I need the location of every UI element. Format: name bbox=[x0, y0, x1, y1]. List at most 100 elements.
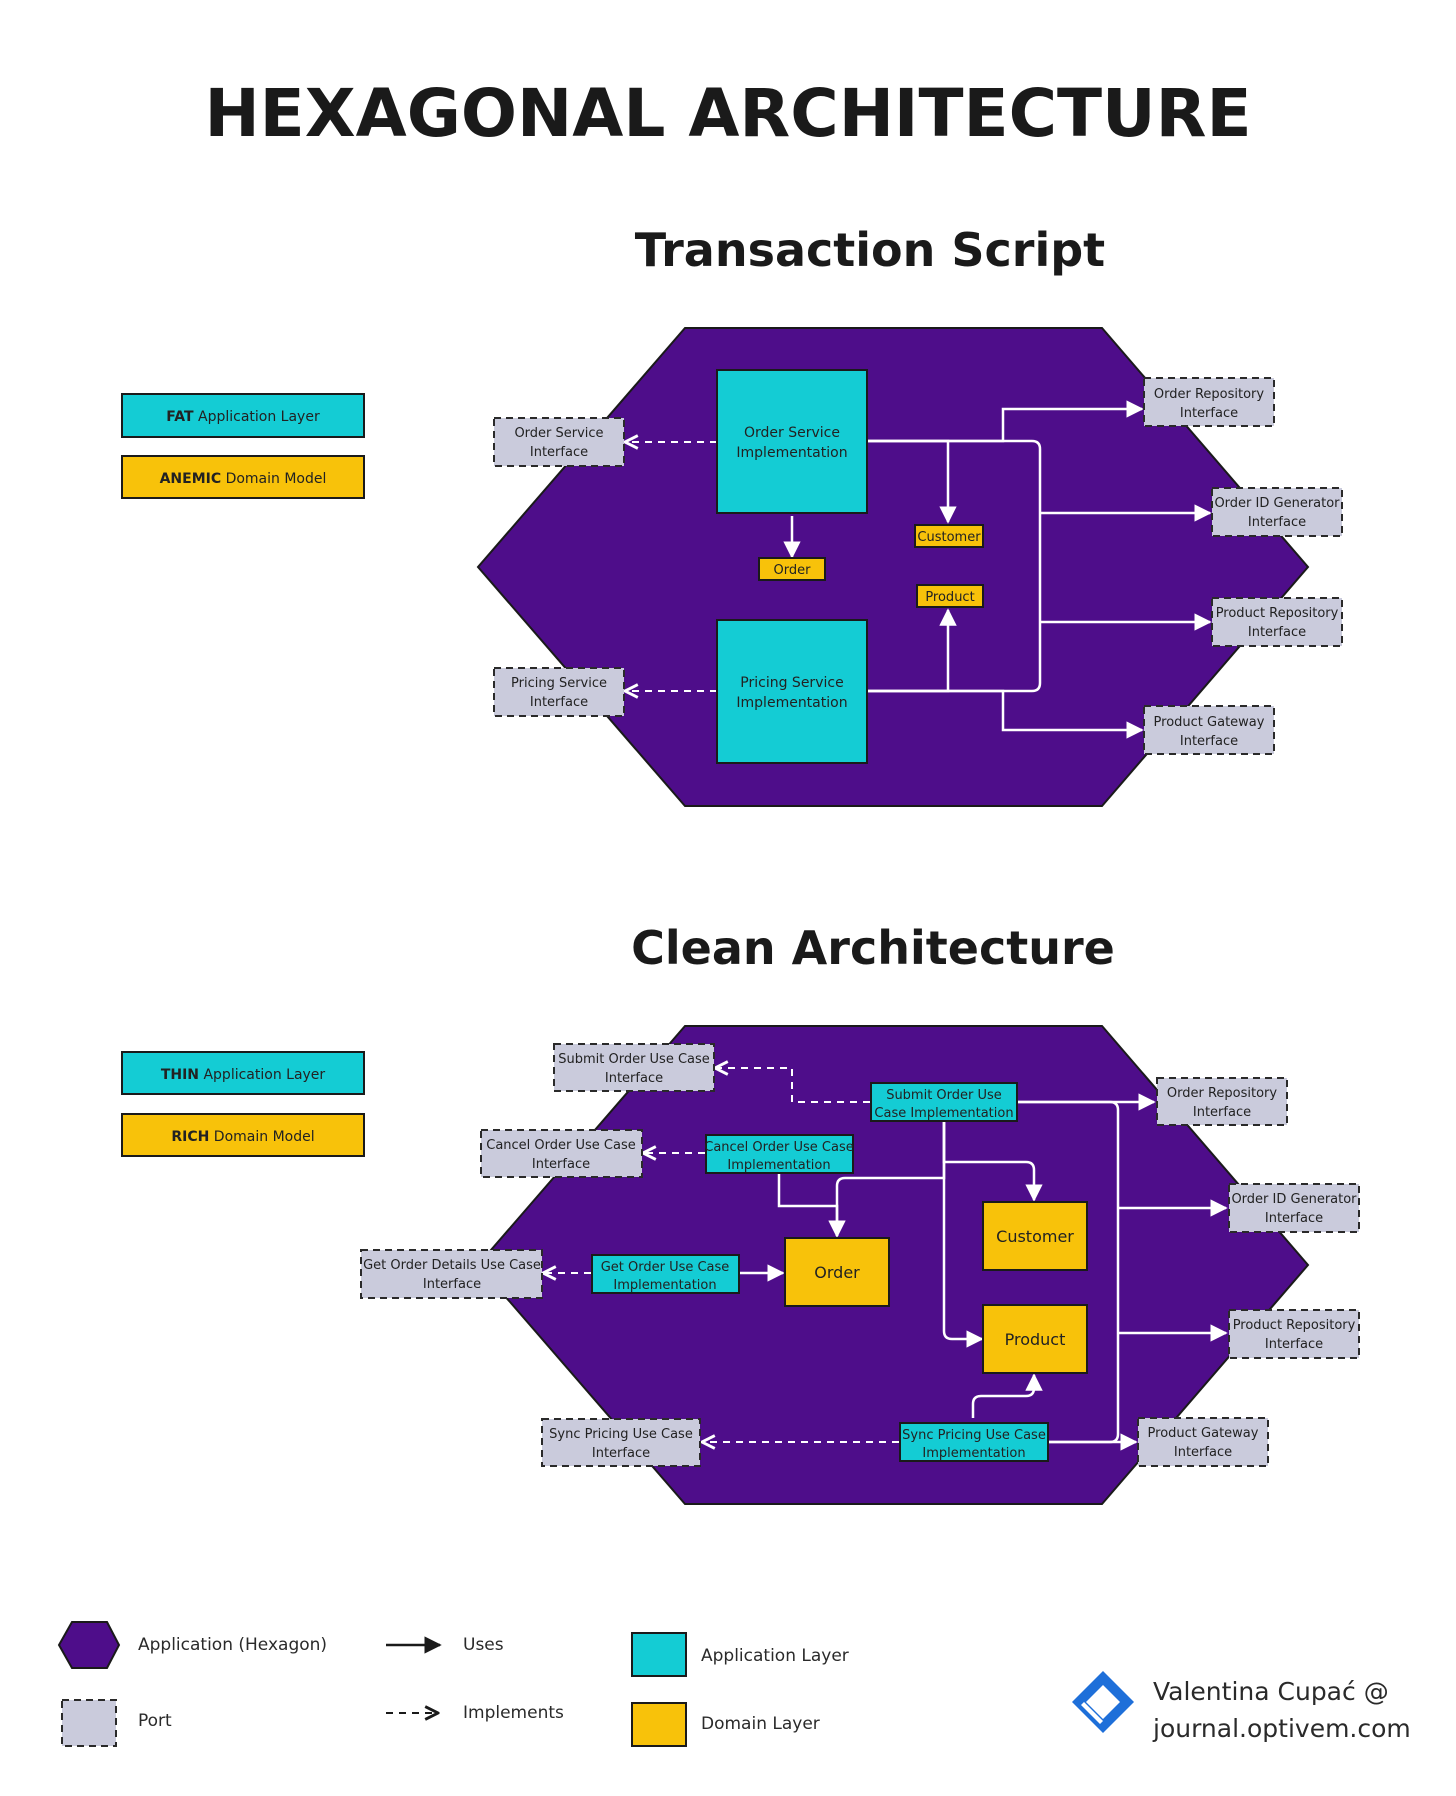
svg-text:Implementation: Implementation bbox=[736, 695, 847, 711]
svg-text:Order ID Generator: Order ID Generator bbox=[1231, 1192, 1357, 1207]
ts-badge-fat: FAT Application Layer bbox=[121, 393, 365, 438]
legend-hexagon-swatch bbox=[57, 1621, 121, 1669]
ca-connectors bbox=[543, 1068, 1228, 1451]
svg-text:Get Order Details Use Case: Get Order Details Use Case bbox=[363, 1258, 541, 1273]
clean-architecture-heading: Clean Architecture bbox=[631, 921, 1115, 975]
svg-text:Pricing Service: Pricing Service bbox=[511, 676, 607, 691]
svg-text:Product: Product bbox=[925, 590, 974, 605]
svg-text:THIN Application Layer: THIN Application Layer bbox=[161, 1067, 326, 1083]
svg-text:Pricing Service: Pricing Service bbox=[740, 675, 843, 691]
ts-customer-entity: Customer bbox=[914, 524, 984, 548]
ts-connectors bbox=[625, 400, 1212, 739]
svg-text:Cancel Order Use Case: Cancel Order Use Case bbox=[486, 1138, 635, 1153]
svg-text:Order Service: Order Service bbox=[744, 425, 840, 441]
svg-text:Interface: Interface bbox=[1193, 1105, 1251, 1120]
svg-text:Interface: Interface bbox=[1265, 1211, 1323, 1226]
legend-application-layer-label: Application Layer bbox=[701, 1646, 849, 1666]
svg-text:Submit Order Use Case: Submit Order Use Case bbox=[558, 1052, 710, 1067]
svg-text:Interface: Interface bbox=[1248, 625, 1306, 640]
ca-product-entity: Product bbox=[982, 1304, 1088, 1374]
svg-text:Interface: Interface bbox=[530, 445, 588, 460]
svg-text:Customer: Customer bbox=[996, 1227, 1074, 1246]
author-line-2: journal.optivem.com bbox=[1152, 1714, 1411, 1743]
ca-cancel-order-use-case-implementation: Cancel Order Use Case Implementation bbox=[704, 1134, 854, 1174]
ca-order-entity: Order bbox=[784, 1237, 890, 1307]
svg-text:Case Implementation: Case Implementation bbox=[874, 1106, 1013, 1121]
ts-order-service-interface-port: Order Service Interface bbox=[493, 417, 625, 467]
svg-text:Interface: Interface bbox=[423, 1277, 481, 1292]
ca-sync-pricing-use-case-implementation: Sync Pricing Use Case Implementation bbox=[899, 1422, 1049, 1462]
legend-implements-label: Implements bbox=[463, 1703, 564, 1723]
ts-pricing-service-implementation: Pricing Service Implementation bbox=[716, 619, 868, 764]
legend-port-swatch bbox=[61, 1699, 117, 1747]
svg-text:Interface: Interface bbox=[1180, 734, 1238, 749]
svg-text:Implementation: Implementation bbox=[736, 445, 847, 461]
svg-text:Sync Pricing Use Case: Sync Pricing Use Case bbox=[902, 1428, 1046, 1443]
svg-text:Implementation: Implementation bbox=[922, 1446, 1025, 1461]
author-line-1: Valentina Cupać @ bbox=[1153, 1677, 1389, 1706]
ca-submit-order-use-case-implementation: Submit Order Use Case Implementation bbox=[870, 1082, 1018, 1122]
legend: Application (Hexagon) Port Uses Implemen… bbox=[57, 1621, 849, 1747]
transaction-script-heading: Transaction Script bbox=[635, 223, 1105, 277]
ts-product-repository-interface-port: Product Repository Interface bbox=[1211, 597, 1343, 647]
legend-application-layer-swatch bbox=[631, 1632, 687, 1677]
optivem-logo-icon bbox=[1072, 1671, 1134, 1733]
svg-text:Submit Order Use: Submit Order Use bbox=[886, 1088, 1002, 1103]
svg-text:Order Repository: Order Repository bbox=[1167, 1086, 1278, 1101]
svg-text:Get Order Use Case: Get Order Use Case bbox=[601, 1260, 730, 1275]
ca-get-order-use-case-implementation: Get Order Use Case Implementation bbox=[591, 1254, 740, 1294]
ca-order-repository-interface-port: Order Repository Interface bbox=[1156, 1077, 1288, 1126]
svg-text:Order Repository: Order Repository bbox=[1154, 387, 1265, 402]
svg-text:Order: Order bbox=[774, 563, 812, 578]
ts-pricing-service-interface-port: Pricing Service Interface bbox=[493, 667, 625, 717]
legend-uses-label: Uses bbox=[463, 1635, 504, 1655]
svg-text:Customer: Customer bbox=[917, 530, 981, 545]
ca-product-gateway-interface-port: Product Gateway Interface bbox=[1137, 1417, 1269, 1467]
page-title: HEXAGONAL ARCHITECTURE bbox=[204, 75, 1251, 152]
svg-text:Interface: Interface bbox=[1265, 1337, 1323, 1352]
svg-text:Implementation: Implementation bbox=[727, 1158, 830, 1173]
svg-text:Implementation: Implementation bbox=[613, 1278, 716, 1293]
ts-badge-anemic: ANEMIC Domain Model bbox=[121, 455, 365, 499]
svg-text:Product: Product bbox=[1005, 1330, 1066, 1349]
svg-text:FAT Application Layer: FAT Application Layer bbox=[166, 409, 320, 425]
svg-text:Cancel Order Use Case: Cancel Order Use Case bbox=[704, 1140, 853, 1155]
ts-order-id-generator-interface-port: Order ID Generator Interface bbox=[1211, 487, 1343, 537]
ca-sync-pricing-use-case-interface-port: Sync Pricing Use Case Interface bbox=[541, 1418, 701, 1467]
svg-text:Interface: Interface bbox=[1248, 515, 1306, 530]
svg-text:Order Service: Order Service bbox=[514, 426, 603, 441]
ca-product-repository-interface-port: Product Repository Interface bbox=[1228, 1309, 1360, 1359]
ca-badge-thin: THIN Application Layer bbox=[121, 1051, 365, 1095]
ca-order-id-generator-interface-port: Order ID Generator Interface bbox=[1228, 1183, 1360, 1233]
svg-text:Interface: Interface bbox=[1180, 406, 1238, 421]
ts-order-service-implementation: Order Service Implementation bbox=[716, 369, 868, 514]
svg-text:Interface: Interface bbox=[1174, 1445, 1232, 1460]
ca-badge-rich: RICH Domain Model bbox=[121, 1113, 365, 1157]
svg-text:Sync Pricing Use Case: Sync Pricing Use Case bbox=[549, 1427, 693, 1442]
svg-text:Product Repository: Product Repository bbox=[1233, 1318, 1356, 1333]
ts-product-entity: Product bbox=[916, 584, 984, 608]
ca-customer-entity: Customer bbox=[982, 1201, 1088, 1271]
svg-text:Interface: Interface bbox=[605, 1071, 663, 1086]
ts-product-gateway-interface-port: Product Gateway Interface bbox=[1143, 705, 1275, 755]
legend-port-label: Port bbox=[138, 1711, 172, 1731]
svg-text:Product Gateway: Product Gateway bbox=[1154, 715, 1265, 730]
legend-domain-layer-label: Domain Layer bbox=[701, 1714, 820, 1734]
legend-hexagon-label: Application (Hexagon) bbox=[138, 1635, 327, 1655]
ts-order-entity: Order bbox=[758, 557, 826, 581]
svg-text:Interface: Interface bbox=[530, 695, 588, 710]
svg-text:ANEMIC Domain Model: ANEMIC Domain Model bbox=[160, 471, 327, 487]
ca-cancel-order-use-case-interface-port: Cancel Order Use Case Interface bbox=[480, 1129, 643, 1178]
svg-text:Order: Order bbox=[814, 1263, 860, 1282]
svg-text:Interface: Interface bbox=[592, 1446, 650, 1461]
ts-application-hexagon bbox=[476, 327, 1310, 807]
svg-text:RICH Domain Model: RICH Domain Model bbox=[171, 1129, 314, 1145]
ca-get-order-details-use-case-interface-port: Get Order Details Use Case Interface bbox=[360, 1249, 543, 1299]
svg-text:Product Gateway: Product Gateway bbox=[1148, 1426, 1259, 1441]
svg-text:Product Repository: Product Repository bbox=[1216, 606, 1339, 621]
svg-text:Order ID Generator: Order ID Generator bbox=[1214, 496, 1340, 511]
ca-submit-order-use-case-interface-port: Submit Order Use Case Interface bbox=[553, 1043, 715, 1092]
legend-domain-layer-swatch bbox=[631, 1702, 687, 1747]
svg-text:Interface: Interface bbox=[532, 1157, 590, 1172]
